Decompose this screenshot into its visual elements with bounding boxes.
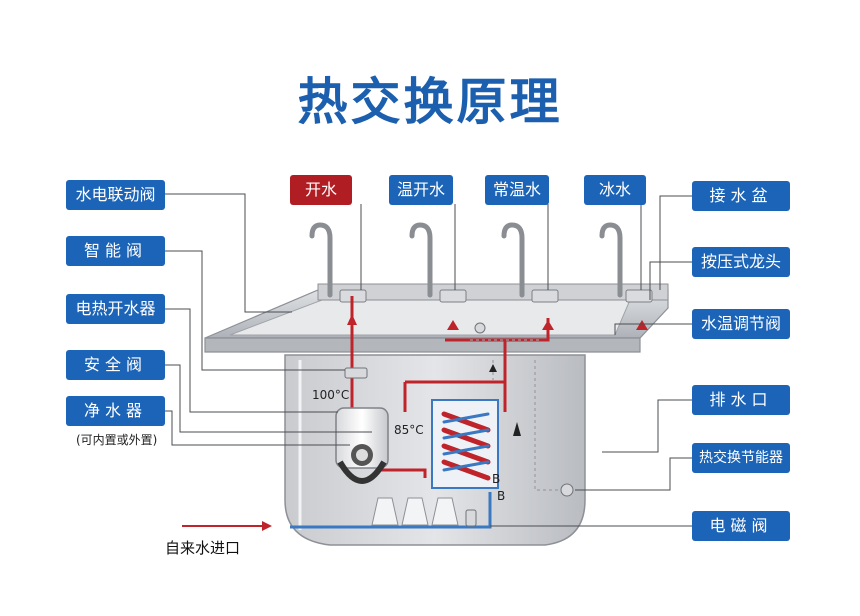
tap-label-normal: 常温水 bbox=[485, 175, 549, 205]
label-safety-valve: 安全阀 bbox=[66, 350, 165, 380]
tap-label-warm: 温开水 bbox=[389, 175, 453, 205]
label-solenoid: 电磁阀 bbox=[692, 511, 790, 541]
label-smart-valve: 智能阀 bbox=[66, 236, 165, 266]
marker-b1: B bbox=[492, 472, 500, 486]
marker-b2: B bbox=[497, 489, 505, 503]
label-purifier: 净水器 bbox=[66, 396, 165, 426]
tap-label-ice: 冰水 bbox=[584, 175, 646, 205]
label-press-tap: 按压式龙头 bbox=[692, 247, 790, 277]
label-heat-exchanger: 热交换节能器 bbox=[692, 443, 790, 473]
label-basin: 接水盆 bbox=[692, 181, 790, 211]
purifier-note: (可内置或外置) bbox=[76, 433, 158, 447]
inlet-label: 自来水进口 bbox=[165, 539, 241, 557]
label-linked-valve: 水电联动阀 bbox=[66, 180, 165, 210]
page-title: 热交换原理 bbox=[297, 73, 563, 131]
tap-label-boiling: 开水 bbox=[290, 175, 352, 205]
temp-100-text: 100°C bbox=[312, 388, 349, 402]
label-temp-valve: 水温调节阀 bbox=[692, 309, 790, 339]
temp-85-text: 85°C bbox=[394, 423, 424, 437]
label-drain: 排水口 bbox=[692, 385, 790, 415]
label-heater: 电热开水器 bbox=[66, 294, 165, 324]
